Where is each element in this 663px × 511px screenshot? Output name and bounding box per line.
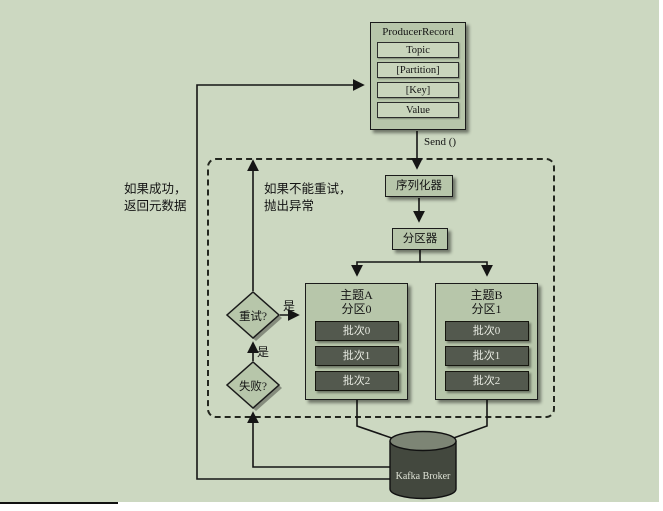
diagram-background — [0, 0, 659, 502]
field-value: Value — [377, 102, 459, 118]
topic-a-name: 主题A — [340, 288, 373, 302]
partitioner-to-topic-a-arrow — [351, 250, 421, 277]
broker-cylinder-body — [389, 441, 457, 500]
topic-b-name: 主题B — [470, 288, 503, 302]
topic-b-partition: 分区1 — [471, 302, 502, 316]
success-note: 如果成功， 返回元数据 — [124, 181, 187, 215]
fail-diamond — [225, 360, 281, 410]
scan-artifact-line — [0, 502, 118, 504]
retry-yes-label: 是 — [283, 299, 296, 313]
topic-b-title: 主题B 分区1 — [436, 288, 537, 316]
topic-b-batch-0: 批次0 — [444, 321, 529, 341]
fail-decision-label: 失败? — [238, 381, 268, 393]
partitioner-box: 分区器 — [392, 228, 448, 250]
fail-yes-label: 是 — [257, 345, 270, 359]
broker-cylinder-top — [389, 430, 457, 452]
broker-to-fail-arrow — [247, 411, 391, 468]
field-topic: Topic — [377, 42, 459, 58]
retry-decision-label: 重试? — [238, 311, 268, 323]
topic-b-batch-1: 批次1 — [444, 346, 529, 366]
retry-diamond — [225, 290, 281, 340]
return-metadata-arrow — [196, 79, 391, 480]
success-note-line1: 如果成功， — [124, 182, 187, 196]
exception-note-line2: 抛出异常 — [264, 199, 315, 213]
topic-a-batch-2: 批次2 — [314, 371, 399, 391]
producer-internals-boundary — [207, 158, 555, 418]
producer-record-title: ProducerRecord — [382, 26, 454, 38]
producer-record-box: ProducerRecord Topic [Partition] [Key] V… — [370, 22, 466, 130]
topic-a-title: 主题A 分区0 — [306, 288, 407, 316]
serializer-box: 序列化器 — [385, 175, 453, 197]
send-label: Send () — [424, 136, 457, 148]
topic-b-batch-2: 批次2 — [444, 371, 529, 391]
topic-a-batch-1: 批次1 — [314, 346, 399, 366]
topic-a-batch-0: 批次0 — [314, 321, 399, 341]
exception-note-line1: 如果不能重试， — [264, 182, 352, 196]
topic-a-partition: 分区0 — [341, 302, 372, 316]
success-note-line2: 返回元数据 — [124, 199, 187, 213]
field-key: [Key] — [377, 82, 459, 98]
field-partition: [Partition] — [377, 62, 459, 78]
topic-b-box: 主题B 分区1 批次0 批次1 批次2 — [435, 283, 538, 400]
exception-note: 如果不能重试， 抛出异常 — [264, 181, 352, 215]
partitioner-to-topic-b-arrow — [420, 261, 493, 277]
kafka-broker-label: Kafka Broker — [395, 471, 451, 482]
topic-a-box: 主题A 分区0 批次0 批次1 批次2 — [305, 283, 408, 400]
